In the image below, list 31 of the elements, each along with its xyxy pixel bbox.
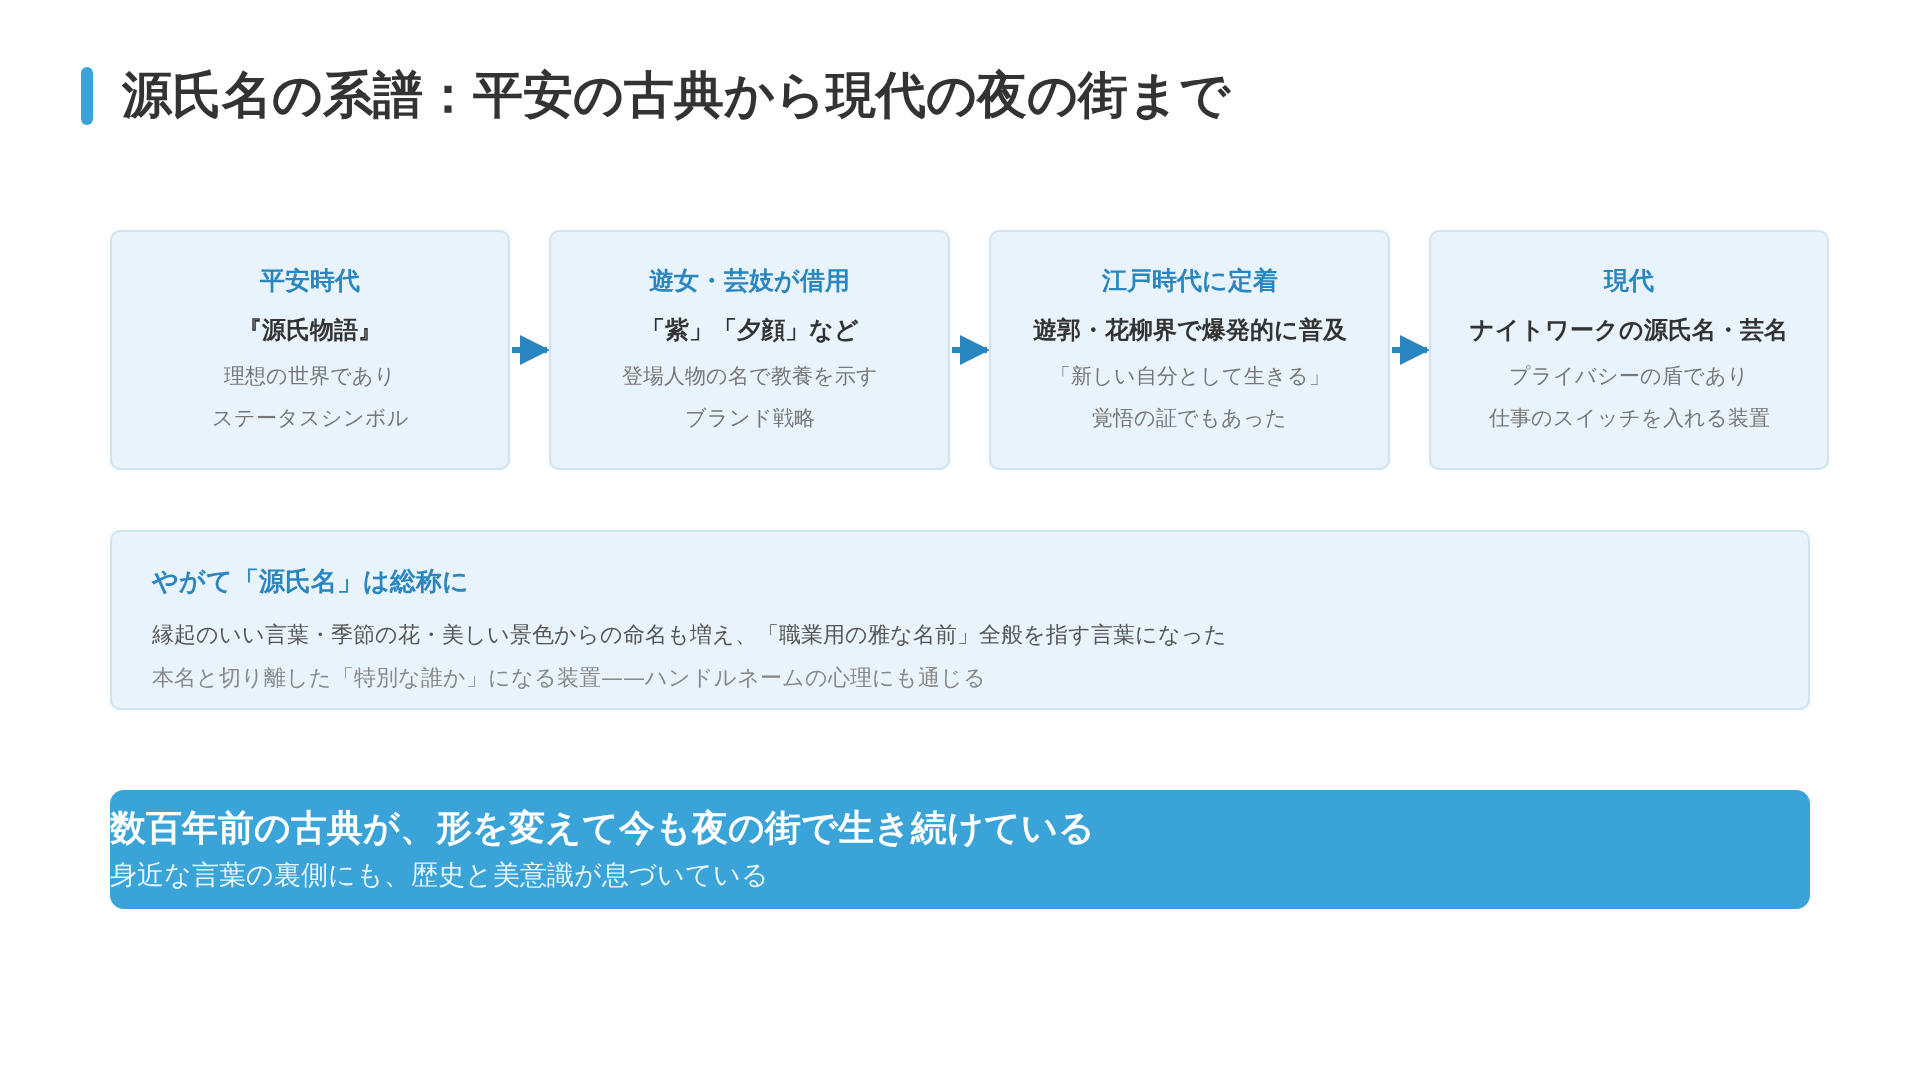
summary-text: 縁起のいい言葉・季節の花・美しい景色からの命名も増え、「職業用の雅な名前」全般を指す言葉になった bbox=[152, 621, 1228, 649]
stage-description: 仕事のスイッチを入れる装置 bbox=[1487, 405, 1771, 432]
stage-description: 覚悟の証でもあった bbox=[1091, 405, 1288, 432]
stage-card bbox=[989, 230, 1390, 470]
stage-description: 登場人物の名で教養を示す bbox=[620, 363, 879, 390]
summary-panel bbox=[110, 530, 1810, 710]
stage-subheading: 「紫」「夕顔」など bbox=[639, 315, 860, 346]
stage-heading: 遊女・芸妓が借用 bbox=[648, 265, 851, 297]
stage-heading: 現代 bbox=[1602, 265, 1655, 297]
stage-description: 理想の世界であり bbox=[223, 363, 397, 390]
stage-card bbox=[110, 230, 510, 470]
banner-headline: 数百年前の古典が、形を変えて今も夜の街で生き続けている bbox=[110, 806, 1096, 850]
stage-subheading: ナイトワークの源氏名・芸名 bbox=[1469, 315, 1789, 346]
banner-subtext: 身近な言葉の裏側にも、歴史と美意識が息づいている bbox=[110, 858, 770, 892]
stage-description: ステータスシンボル bbox=[210, 405, 410, 432]
arrow bbox=[1392, 335, 1430, 365]
arrow bbox=[512, 335, 550, 365]
conclusion-banner bbox=[110, 790, 1810, 909]
arrow bbox=[952, 335, 990, 365]
stage-description: プライバシーの盾であり bbox=[1508, 363, 1750, 390]
stage-subheading: 遊郭・花柳界で爆発的に普及 bbox=[1031, 315, 1348, 346]
stage-heading: 平安時代 bbox=[259, 265, 361, 297]
stage-card bbox=[549, 230, 950, 470]
stage-description: 「新しい自分として生きる」 bbox=[1048, 363, 1331, 390]
title: 源氏名の系譜：平安の古典から現代の夜の街まで bbox=[122, 65, 1230, 126]
stage-card bbox=[1429, 230, 1829, 470]
stage-heading: 江戸時代に定着 bbox=[1100, 265, 1279, 297]
stage-description: ブランド戦略 bbox=[683, 405, 816, 432]
stage-subheading: 『源氏物語』 bbox=[237, 315, 383, 346]
summary-heading: やがて「源氏名」は総称に bbox=[152, 565, 470, 598]
summary-text: 本名と切り離した「特別な誰か」になる装置——ハンドルネームの心理にも通じる bbox=[152, 664, 987, 692]
